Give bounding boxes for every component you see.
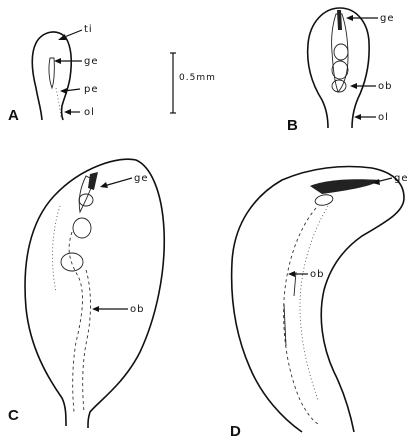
- panel-a-annotation-ol: ol: [84, 107, 95, 118]
- panel-c-outer-band: [53, 206, 60, 292]
- panel-b-label: B: [287, 117, 298, 134]
- panel-c-arrow-ge: [100, 178, 132, 188]
- panel-c-central-tissue: [69, 232, 82, 412]
- panel-b-annotation-ob: ob: [378, 81, 392, 92]
- panel-c-central-tissue-2: [83, 270, 91, 412]
- panel-c-outline: [25, 159, 164, 428]
- panel-b-cell-3: [332, 80, 346, 92]
- panel-c: ge ob C: [8, 159, 164, 428]
- scale-bar-label: 0.5mm: [179, 73, 216, 83]
- panel-c-arrow-ob: [92, 306, 128, 312]
- panel-d-arrow-ob: [288, 271, 308, 277]
- panel-d-label: D: [230, 423, 241, 440]
- panel-c-annotation-ge: ge: [134, 173, 149, 184]
- panel-a-outline: [32, 32, 71, 120]
- panel-a-arrow-ol: [64, 109, 80, 115]
- panel-d-egg-apparatus: [310, 179, 380, 194]
- panel-a: ti ge pe ol A: [8, 24, 99, 124]
- panel-a-label: A: [8, 107, 19, 124]
- panel-d-central-tissue: [284, 208, 318, 424]
- panel-d-central-tissue-2: [300, 206, 328, 400]
- panel-a-gametophyte: [49, 58, 54, 88]
- panel-a-arrow-pe: [60, 88, 80, 94]
- scale-bar: 0.5mm: [170, 53, 216, 113]
- panel-d-outline: [232, 167, 404, 433]
- panel-d-annotation-ob: ob: [310, 269, 324, 280]
- panel-b-dark-tip: [337, 10, 342, 30]
- panel-a-inner-tissue: [56, 88, 61, 118]
- panel-b-annotation-ol: ol: [378, 112, 389, 123]
- panel-a-annotation-pe: pe: [84, 84, 99, 95]
- panel-d-arrow-ge: [372, 178, 392, 185]
- panel-c-dark-tip: [88, 172, 98, 190]
- panel-c-cell-3: [61, 253, 83, 271]
- panel-a-annotation-ti: ti: [84, 24, 93, 35]
- panel-b: ge ob ol B: [287, 8, 395, 134]
- panel-b-cell-2: [332, 61, 348, 79]
- panel-d-annotation-ge: ge: [394, 173, 409, 184]
- panel-b-annotation-ge: ge: [380, 13, 395, 24]
- panel-b-arrow-ol: [354, 114, 376, 120]
- panel-b-cell-1: [334, 44, 348, 60]
- panel-a-arrow-ge: [54, 58, 82, 64]
- panel-a-annotation-ge: ge: [84, 56, 99, 67]
- panel-d: ge ob D: [230, 167, 409, 441]
- panel-d-cell-1: [314, 193, 334, 207]
- panel-c-cell-2: [73, 218, 91, 238]
- panel-d-central-line: [284, 272, 296, 346]
- panel-c-label: C: [8, 407, 19, 424]
- panel-c-annotation-ob: ob: [130, 304, 144, 315]
